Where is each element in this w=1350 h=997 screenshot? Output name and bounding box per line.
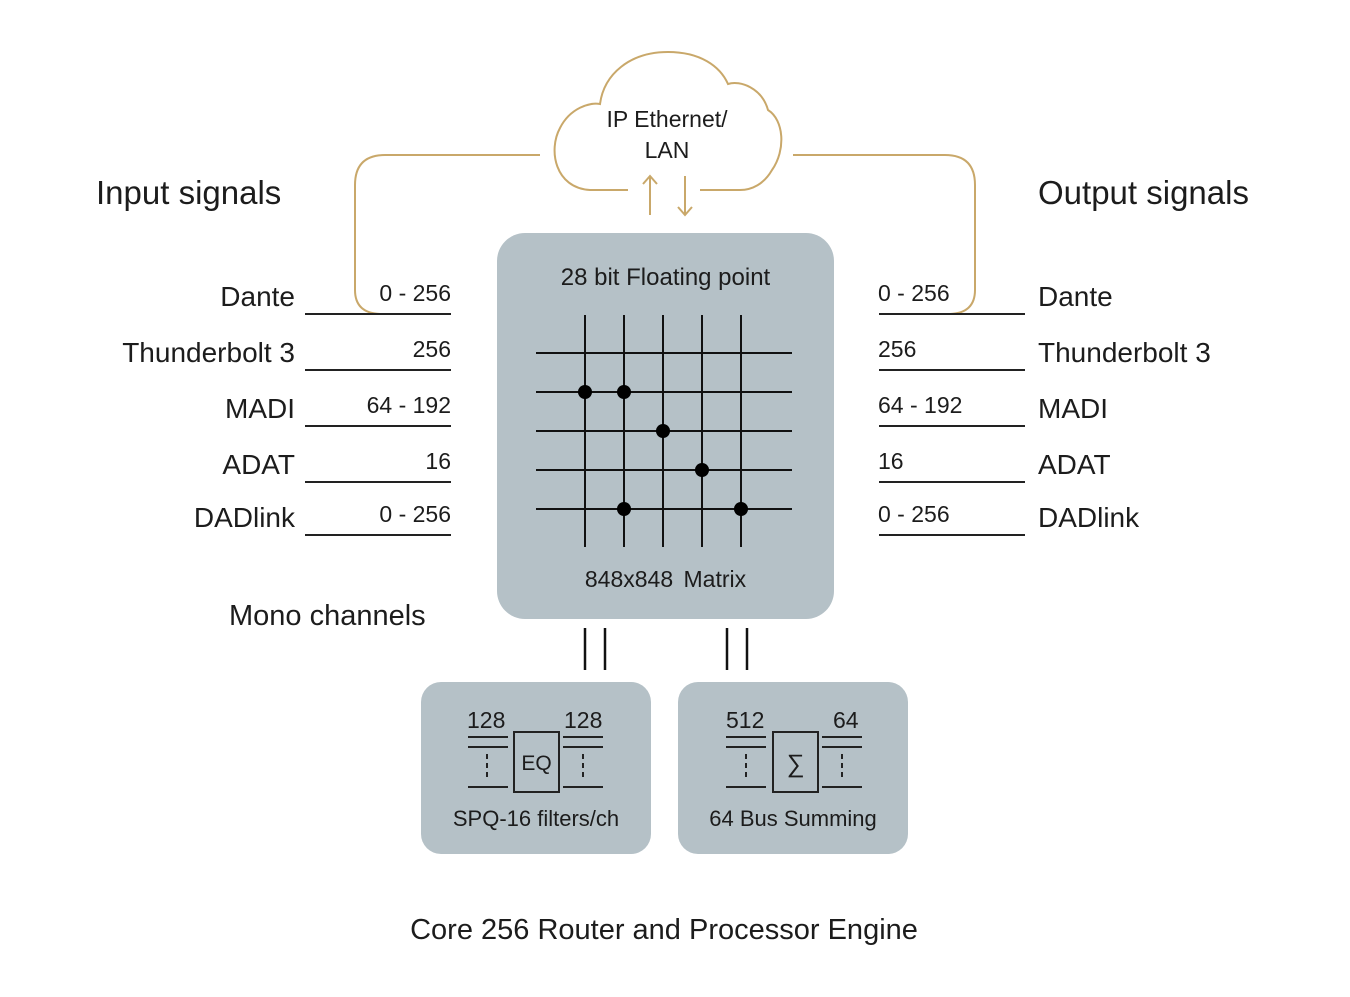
input-signals-heading: Input signals — [96, 174, 282, 211]
input-signal-line — [305, 369, 451, 371]
input-signal-name: MADI — [225, 393, 295, 424]
eq-output-count: 128 — [564, 707, 603, 733]
output-signal-name: DADlink — [1038, 502, 1140, 533]
matrix-title: 28 bit Floating point — [560, 264, 771, 291]
matrix-caption: 848x848 Matrix — [584, 566, 747, 592]
matrix-panel: 28 bit Floating point 848x848 Matrix — [497, 233, 834, 619]
eq-caption: SPQ-16 filters/ch — [452, 806, 620, 831]
output-signal-name: Dante — [1038, 281, 1113, 312]
cloud-label-line2: LAN — [644, 137, 690, 163]
input-signal-line — [305, 481, 451, 483]
sum-block-symbol — [726, 731, 862, 793]
input-signal-name: DADlink — [193, 502, 295, 533]
input-signal-line — [305, 313, 451, 315]
eq-processor-block: 128 128 EQ SPQ-16 filters/ch — [421, 682, 651, 854]
crosspoint-dot — [617, 385, 631, 399]
input-signal-line — [305, 534, 451, 536]
input-signal-count: 256 — [412, 336, 451, 362]
output-signals-heading: Output signals — [1038, 174, 1249, 211]
input-signal-count: 0 - 256 — [379, 280, 451, 306]
crosspoint-dot — [656, 424, 670, 438]
eq-symbol: EQ — [521, 752, 552, 775]
output-signal-line — [879, 534, 1025, 536]
input-signal-name: ADAT — [222, 449, 295, 480]
input-network-line — [354, 154, 540, 315]
output-signal-line — [879, 425, 1025, 427]
sum-input-count: 512 — [726, 707, 765, 733]
input-signal-count: 64 - 192 — [366, 392, 451, 418]
output-network-line — [793, 154, 976, 315]
mono-channels-label: Mono channels — [229, 600, 426, 632]
crosspoint-grid — [536, 315, 792, 547]
sum-caption: 64 Bus Summing — [709, 806, 877, 831]
output-signal-count: 16 — [878, 448, 904, 474]
cloud-label: IP Ethernet/ LAN — [587, 104, 747, 166]
eq-block-symbol — [468, 731, 603, 793]
output-signal-line — [879, 313, 1025, 315]
cloud-icon — [553, 50, 783, 191]
output-signal-name: Thunderbolt 3 — [1038, 337, 1211, 368]
input-signal-name: Thunderbolt 3 — [122, 337, 295, 368]
cloud-label-line1: IP Ethernet/ — [606, 106, 728, 132]
input-signal-line — [305, 425, 451, 427]
crosspoint-dot — [578, 385, 592, 399]
output-signal-name: MADI — [1038, 393, 1108, 424]
eq-input-count: 128 — [467, 707, 506, 733]
sum-symbol: ∑ — [786, 750, 805, 778]
output-signal-count: 0 - 256 — [878, 280, 950, 306]
output-signal-count: 64 - 192 — [878, 392, 963, 418]
arrow-down-icon — [677, 176, 693, 217]
output-signal-line — [879, 369, 1025, 371]
output-signal-count: 256 — [878, 336, 917, 362]
output-signal-line — [879, 481, 1025, 483]
eq-bus-connector — [583, 628, 607, 670]
input-signal-name: Dante — [220, 281, 295, 312]
output-signal-name: ADAT — [1038, 449, 1111, 480]
bus-summing-block: 512 64 ∑ 64 Bus Summing — [678, 682, 908, 854]
sum-bus-connector — [725, 628, 749, 670]
crosspoint-dot — [617, 502, 631, 516]
input-signal-count: 0 - 256 — [379, 501, 451, 527]
diagram-title: Core 256 Router and Processor Engine — [410, 914, 918, 946]
arrow-up-icon — [642, 174, 658, 215]
sum-output-count: 64 — [833, 707, 859, 733]
crosspoint-dot — [695, 463, 709, 477]
input-signal-count: 16 — [425, 448, 451, 474]
output-signal-count: 0 - 256 — [878, 501, 950, 527]
crosspoint-dot — [734, 502, 748, 516]
